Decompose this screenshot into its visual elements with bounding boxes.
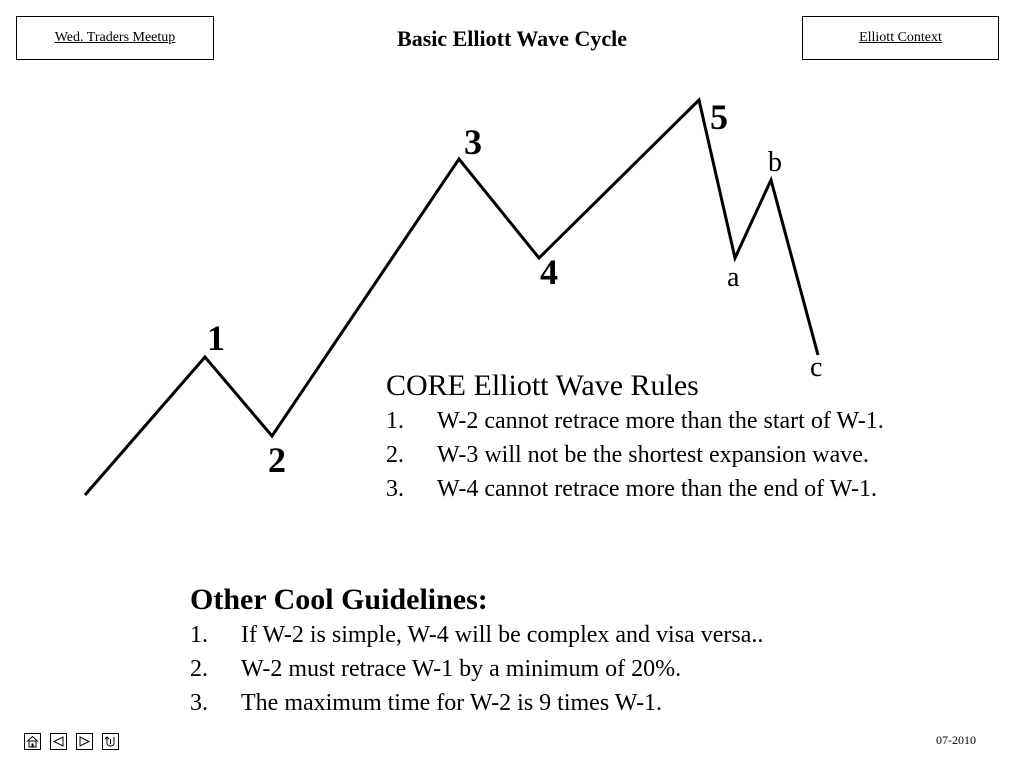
- list-text: If W-2 is simple, W-4 will be complex an…: [241, 622, 764, 648]
- guidelines-heading: Other Cool Guidelines:: [190, 583, 488, 616]
- correction-label-b: b: [768, 147, 782, 178]
- list-item: 1. W-2 cannot retrace more than the start…: [386, 404, 1006, 438]
- footer-date: 07-2010: [936, 733, 976, 747]
- wave-label-2: 2: [268, 440, 286, 480]
- next-icon: [79, 736, 91, 747]
- list-item: 3. W-4 cannot retrace more than the end o…: [386, 472, 1006, 506]
- core-rules-section: CORE Elliott Wave Rules 1. W-2 cannot ret…: [386, 368, 1006, 506]
- page-title: Basic Elliott Wave Cycle: [397, 26, 627, 51]
- list-text: W-2 must retrace W-1 by a minimum of 20%…: [241, 656, 682, 682]
- wave-label-5: 5: [710, 97, 728, 137]
- list-item: 1. If W-2 is simple, W-4 will be complex …: [190, 618, 910, 652]
- list-number: 3.: [386, 476, 404, 502]
- return-icon: [104, 736, 115, 747]
- traders-meetup-link[interactable]: Wed. Traders Meetup: [16, 16, 214, 60]
- list-text: W-2 cannot retrace more than the start o…: [437, 408, 884, 434]
- core-rules-heading: CORE Elliott Wave Rules: [386, 369, 699, 402]
- elliott-context-link[interactable]: Elliott Context: [802, 16, 999, 60]
- list-number: 1.: [190, 622, 208, 648]
- guidelines-section: Other Cool Guidelines: 1. If W-2 is simpl…: [190, 582, 910, 720]
- list-text: The maximum time for W-2 is 9 times W-1.: [241, 690, 663, 716]
- list-item: 2. W-2 must retrace W-1 by a minimum of 2…: [190, 652, 910, 686]
- list-number: 1.: [386, 408, 404, 434]
- list-item: 2. W-3 will not be the shortest expansion…: [386, 438, 1006, 472]
- list-number: 3.: [190, 690, 208, 716]
- core-rules-list: 1. W-2 cannot retrace more than the start…: [386, 404, 1006, 506]
- traders-meetup-link-text[interactable]: Wed. Traders Meetup: [54, 30, 176, 45]
- list-number: 2.: [386, 442, 404, 468]
- home-button[interactable]: [24, 733, 41, 750]
- wave-path: [83, 97, 820, 496]
- home-icon: [26, 735, 39, 748]
- list-text: W-3 will not be the shortest expansion w…: [437, 442, 869, 468]
- return-button[interactable]: [102, 733, 119, 750]
- elliott-context-link-text[interactable]: Elliott Context: [859, 30, 942, 45]
- list-number: 2.: [190, 656, 208, 682]
- correction-label-c: c: [810, 352, 823, 383]
- guidelines-list: 1. If W-2 is simple, W-4 will be complex …: [190, 618, 910, 720]
- wave-label-3: 3: [464, 122, 482, 162]
- next-slide-button[interactable]: [76, 733, 93, 750]
- wave-label-4: 4: [540, 252, 558, 292]
- correction-label-a: a: [727, 262, 740, 293]
- slide-navigation: [24, 733, 119, 750]
- wave-label-1: 1: [207, 318, 225, 358]
- previous-slide-button[interactable]: [50, 733, 67, 750]
- list-item: 3. The maximum time for W-2 is 9 times W-…: [190, 686, 910, 720]
- previous-icon: [52, 736, 64, 747]
- list-text: W-4 cannot retrace more than the end of …: [437, 476, 878, 502]
